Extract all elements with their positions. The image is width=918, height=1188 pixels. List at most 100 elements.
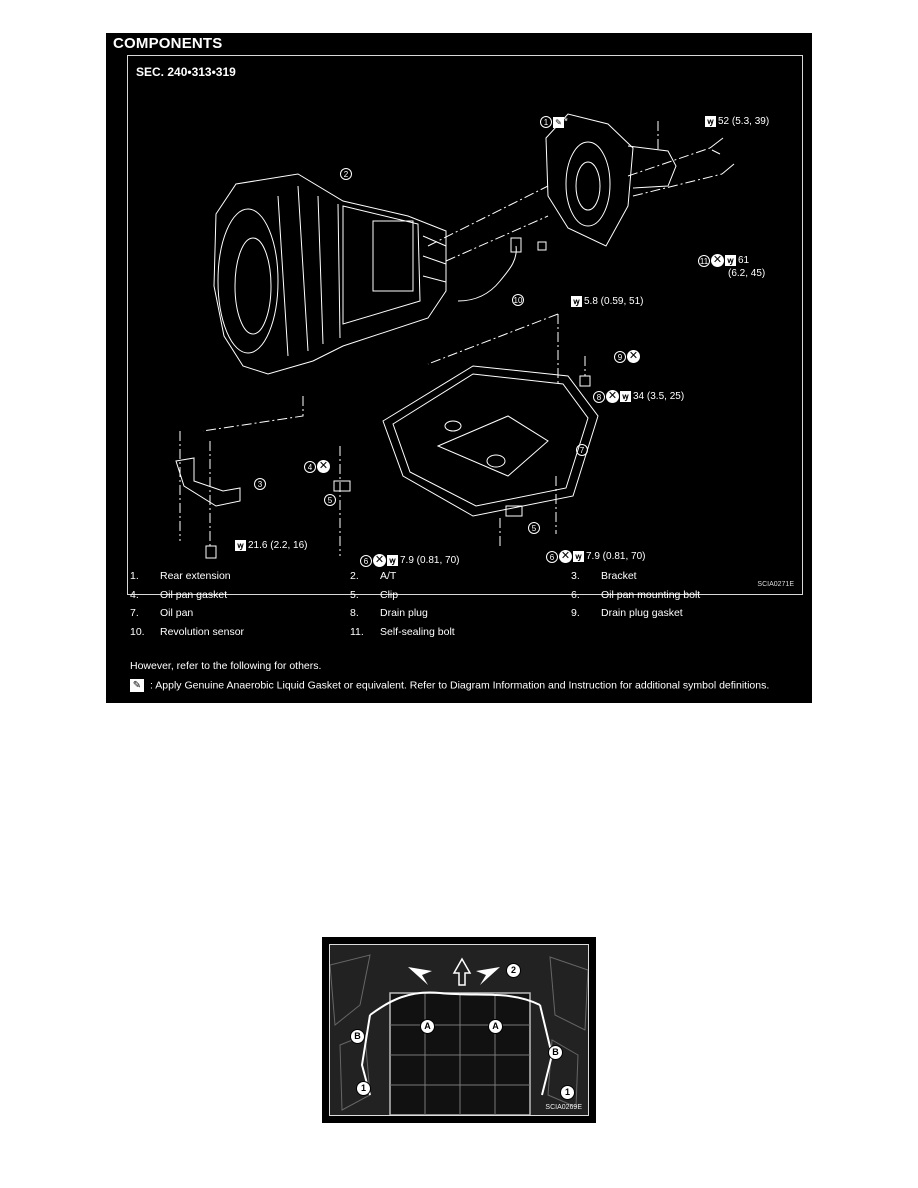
x-circle-icon: ✕ [606, 390, 619, 403]
callout-5b: 5 [528, 522, 540, 535]
legend-row: 4. Oil pan gasket 5.Clip 6. Oil pan mounti… [127, 589, 797, 607]
label-b: B [548, 1045, 563, 1060]
legend-item: 10. Revolution sensor [130, 626, 244, 638]
bracket [175, 457, 241, 507]
section-label: SEC. 240•313•319 [136, 65, 236, 79]
legend-number: 10. [130, 626, 145, 638]
pointer-arrow-icon [476, 967, 500, 985]
torque-value: 7.9 (0.81, 70) [400, 555, 460, 567]
callout-number: 8 [593, 390, 605, 403]
legend-row: 1.Rear extension 2.A/T 3.Bracket [127, 570, 797, 588]
oil-pan [382, 365, 599, 517]
exploded-diagram: SEC. 240•313•319 [127, 55, 803, 595]
legend-number: 9. [571, 607, 580, 619]
callout-10: 10 [512, 294, 524, 307]
label-b: B [350, 1029, 365, 1044]
callout-9: 9✕ [614, 350, 640, 363]
legend-item: 8.Drain plug [350, 607, 428, 619]
x-circle-icon: ✕ [711, 254, 724, 267]
x-circle-icon: ✕ [373, 554, 386, 567]
transmission-case [213, 173, 447, 375]
legend-row: 7. Oil pan 8.Drain plug 9. Drain plug gask… [127, 607, 797, 625]
bellhousing [217, 208, 279, 354]
callout-number: 6 [546, 550, 558, 563]
front-arrow-icon [452, 957, 472, 986]
torque-wrench-icon: ꝡ [235, 540, 246, 551]
label-1: 1 [560, 1085, 575, 1100]
torque-wrench-icon: ꝡ [620, 391, 631, 402]
x-circle-icon: ✕ [317, 460, 330, 473]
photo-panel: A A B B 1 1 2 SCIA0269E [322, 937, 596, 1123]
components-panel: COMPONENTS SEC. 240•313•319 [106, 33, 812, 703]
callout-11-secondary: (6.2, 45) [728, 268, 765, 280]
label-a: A [488, 1019, 503, 1034]
legend-label: Bracket [601, 570, 637, 582]
torque-value: 61 [738, 255, 750, 267]
legend-label: A/T [380, 570, 397, 582]
callout-1: 1✎* [540, 116, 568, 129]
label-a: A [420, 1019, 435, 1034]
note-text: : Apply Genuine Anaerobic Liquid Gasket … [150, 679, 770, 692]
note-liquid-gasket: ✎ : Apply Genuine Anaerobic Liquid Gasket… [130, 679, 769, 692]
legend-label: Clip [380, 589, 399, 601]
callout-number: 9 [614, 350, 626, 363]
callout-number: 10 [512, 294, 524, 306]
legend-label: Oil pan mounting bolt [601, 589, 701, 601]
torque-wrench-icon: ꝡ [705, 116, 716, 127]
torque-wrench-icon: ꝡ [725, 255, 736, 266]
transmission-drawing [175, 113, 735, 559]
legend-number: 4. [130, 589, 139, 601]
x-circle-icon: ✕ [627, 350, 640, 363]
callout-number: 4 [304, 460, 316, 473]
legend-item: 1. Rear extension [130, 570, 231, 582]
x-circle-icon: ✕ [559, 550, 572, 563]
rear-extension [545, 113, 634, 247]
callout-number: 5 [528, 522, 540, 534]
legend-label: Drain plug gasket [601, 607, 683, 619]
callout-number: 11 [698, 254, 710, 267]
torque-wrench-icon: ꝡ [573, 551, 584, 562]
torque-value: 21.6 (2.2, 16) [248, 540, 308, 552]
liquid-gasket-icon: ✎ [130, 679, 144, 692]
callout-number: 1 [540, 116, 552, 128]
photo-code: SCIA0269E [545, 1104, 582, 1111]
legend-row: 10. Revolution sensor 11.Self-sealing bol… [127, 626, 797, 644]
diagram-code: SCIA0271E [757, 581, 794, 588]
liquid-gasket-icon: ✎ [553, 116, 564, 128]
callout-number: 5 [324, 494, 336, 506]
legend-label: Rear extension [160, 570, 231, 582]
callout-suffix: * [564, 116, 568, 128]
callout-number: 7 [576, 444, 588, 456]
legend-item: 7. Oil pan [130, 607, 193, 619]
callout-5a: 5 [324, 494, 336, 507]
oil-pan-photo: A A B B 1 1 2 SCIA0269E [329, 944, 589, 1116]
legend-item: 3.Bracket [571, 570, 637, 582]
legend-number: 6. [571, 589, 580, 601]
legend-item: 5.Clip [350, 589, 398, 601]
legend-label: Oil pan [160, 607, 194, 619]
callout-number: 6 [360, 554, 372, 567]
legend-item: 6. Oil pan mounting bolt [571, 589, 700, 601]
callout-3: 3 [254, 478, 266, 491]
label-2: 2 [506, 963, 521, 978]
legend-label: Revolution sensor [160, 626, 245, 638]
legend-number: 1. [130, 570, 139, 582]
note-others: However, refer to the following for othe… [130, 660, 322, 672]
legend-label: Oil pan gasket [160, 589, 228, 601]
legend-item: 11.Self-sealing bolt [350, 626, 455, 638]
page-title: COMPONENTS [113, 35, 223, 52]
torque-value: 52 (5.3, 39) [718, 116, 770, 128]
torque-value: 7.9 (0.81, 70) [586, 551, 646, 563]
pointer-arrow-icon [408, 967, 432, 985]
photo-drawing [330, 945, 588, 1115]
torque-value: 5.8 (0.59, 51) [584, 296, 644, 308]
legend-number: 7. [130, 607, 139, 619]
torque-wrench-icon: ꝡ [387, 555, 398, 566]
legend-item: 9. Drain plug gasket [571, 607, 683, 619]
